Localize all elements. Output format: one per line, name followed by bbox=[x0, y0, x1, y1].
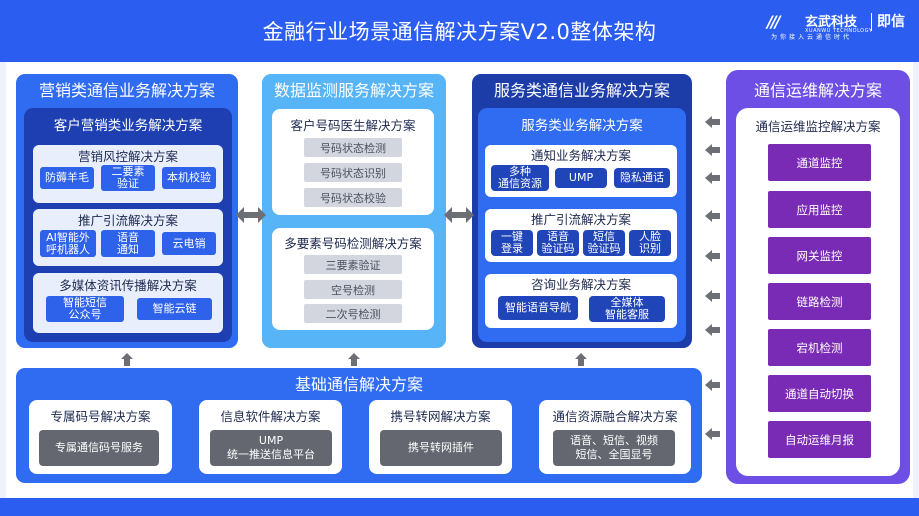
double-arrow-icon bbox=[444, 207, 474, 223]
header-bar bbox=[0, 0, 919, 62]
ump-button[interactable]: UMP bbox=[555, 168, 607, 188]
privacy-call-button[interactable]: 隐私通话 bbox=[614, 168, 670, 188]
one-click-login-button[interactable]: 一键 登录 bbox=[491, 230, 533, 256]
cloud-sales-button[interactable]: 云电销 bbox=[162, 232, 216, 255]
base-group-fusion-title: 通信资源融合解决方案 bbox=[552, 408, 678, 424]
service-panel-title: 服务类通信业务解决方案 bbox=[493, 81, 670, 100]
ops-subtitle: 通信运维监控解决方案 bbox=[755, 118, 881, 134]
left-arrow-icon bbox=[705, 428, 720, 440]
base-group-software-title: 信息软件解决方案 bbox=[220, 408, 321, 424]
base-panel-title: 基础通信解决方案 bbox=[294, 375, 423, 394]
multi-resource-button[interactable]: 多种 通信资源 bbox=[491, 165, 549, 191]
base-group-portability-title: 携号转网解决方案 bbox=[390, 408, 491, 424]
service-group-notify-title: 通知业务解决方案 bbox=[530, 148, 631, 163]
number-status-detect-button[interactable]: 号码状态检测 bbox=[304, 138, 402, 157]
marketing-group-media-title: 多媒体资讯传播解决方案 bbox=[59, 277, 197, 293]
left-arrow-icon bbox=[705, 290, 720, 302]
logo-slogan: 为你接入云通信时代 bbox=[771, 34, 853, 41]
service-group-promo-title: 推广引流解决方案 bbox=[530, 212, 631, 227]
page-title: 金融行业场景通信解决方案V2.0整体架构 bbox=[262, 20, 657, 44]
anti-fraud-button[interactable]: 防薅羊毛 bbox=[40, 167, 94, 189]
left-arrow-icon bbox=[705, 379, 720, 391]
monitoring-group-multi-title: 多要素号码检测解决方案 bbox=[284, 235, 422, 251]
logo-mark-icon: /// bbox=[767, 12, 780, 31]
service-group-consult-title: 咨询业务解决方案 bbox=[530, 277, 631, 292]
ai-call-robot-button[interactable]: AI智能外 呼机器人 bbox=[40, 230, 96, 257]
dedicated-number-button[interactable]: 专属通信码号服务 bbox=[39, 430, 159, 466]
marketing-group-promo-title: 推广引流解决方案 bbox=[77, 212, 178, 228]
ops-gateway-monitor-button[interactable]: 网关监控 bbox=[768, 237, 871, 274]
omni-media-service-button[interactable]: 全媒体 智能客服 bbox=[589, 296, 665, 322]
monitoring-group-doctor-title: 客户号码医生解决方案 bbox=[290, 117, 416, 133]
two-factor-button[interactable]: 二要素 验证 bbox=[101, 165, 155, 191]
company-logo: /// 玄武科技 XUANWU TECHNOLOGY 即信 为你接入云通信时代 bbox=[765, 8, 915, 44]
ops-channel-monitor-button[interactable]: 通道监控 bbox=[768, 144, 871, 181]
number-status-identify-button[interactable]: 号码状态识别 bbox=[304, 163, 402, 182]
logo-brand: 即信 bbox=[877, 14, 905, 30]
recycled-number-detect-button[interactable]: 二次号检测 bbox=[304, 304, 402, 323]
up-arrow-icon bbox=[348, 353, 360, 366]
marketing-subtitle: 客户营销类业务解决方案 bbox=[53, 118, 203, 134]
number-status-verify-button[interactable]: 号码状态校验 bbox=[304, 188, 402, 207]
face-recognition-button[interactable]: 人脸 识别 bbox=[629, 230, 671, 256]
smart-voice-nav-button[interactable]: 智能语音导航 bbox=[498, 296, 578, 320]
double-arrow-icon bbox=[236, 207, 266, 223]
ops-app-monitor-button[interactable]: 应用监控 bbox=[768, 191, 871, 228]
voice-notify-button[interactable]: 语音 通知 bbox=[101, 230, 155, 257]
three-factor-verify-button[interactable]: 三要素验证 bbox=[304, 255, 402, 274]
monitoring-panel-title: 数据监测服务解决方案 bbox=[273, 81, 434, 100]
ump-platform-button[interactable]: UMP 统一推送信息平台 bbox=[210, 430, 332, 466]
resource-fusion-button[interactable]: 语音、短信、视频 短信、全国显号 bbox=[553, 430, 675, 466]
ops-link-check-button[interactable]: 链路检测 bbox=[768, 283, 871, 320]
left-arrow-icon bbox=[705, 324, 720, 336]
left-arrow-icon bbox=[705, 144, 720, 156]
service-subtitle: 服务类业务解决方案 bbox=[521, 118, 643, 134]
logo-divider bbox=[871, 13, 872, 31]
local-verify-button[interactable]: 本机校验 bbox=[162, 167, 216, 189]
empty-number-detect-button[interactable]: 空号检测 bbox=[304, 280, 402, 299]
left-arrow-icon bbox=[705, 250, 720, 262]
up-arrow-icon bbox=[575, 353, 587, 366]
ops-panel-title: 通信运维解决方案 bbox=[753, 81, 882, 100]
marketing-panel-title: 营销类通信业务解决方案 bbox=[38, 81, 215, 100]
ops-downtime-check-button[interactable]: 宕机检测 bbox=[768, 329, 871, 366]
smart-cloud-link-button[interactable]: 智能云链 bbox=[137, 298, 212, 320]
left-arrow-icon bbox=[705, 116, 720, 128]
portability-plugin-button[interactable]: 携号转网插件 bbox=[380, 430, 502, 466]
footer-bar bbox=[0, 498, 919, 516]
ops-auto-switch-button[interactable]: 通道自动切换 bbox=[768, 375, 871, 412]
left-arrow-icon bbox=[705, 210, 720, 222]
logo-name-en: XUANWU TECHNOLOGY bbox=[805, 28, 873, 34]
logo-name: 玄武科技 bbox=[805, 15, 858, 30]
marketing-group-risk-title: 营销风控解决方案 bbox=[77, 148, 178, 164]
voice-code-button[interactable]: 语音 验证码 bbox=[537, 230, 579, 256]
left-arrow-icon bbox=[705, 172, 720, 184]
ops-monthly-report-button[interactable]: 自动运维月报 bbox=[768, 421, 871, 458]
up-arrow-icon bbox=[121, 353, 133, 366]
base-group-number-title: 专属码号解决方案 bbox=[50, 408, 151, 424]
smart-sms-button[interactable]: 智能短信 公众号 bbox=[46, 296, 124, 322]
sms-code-button[interactable]: 短信 验证码 bbox=[583, 230, 625, 256]
